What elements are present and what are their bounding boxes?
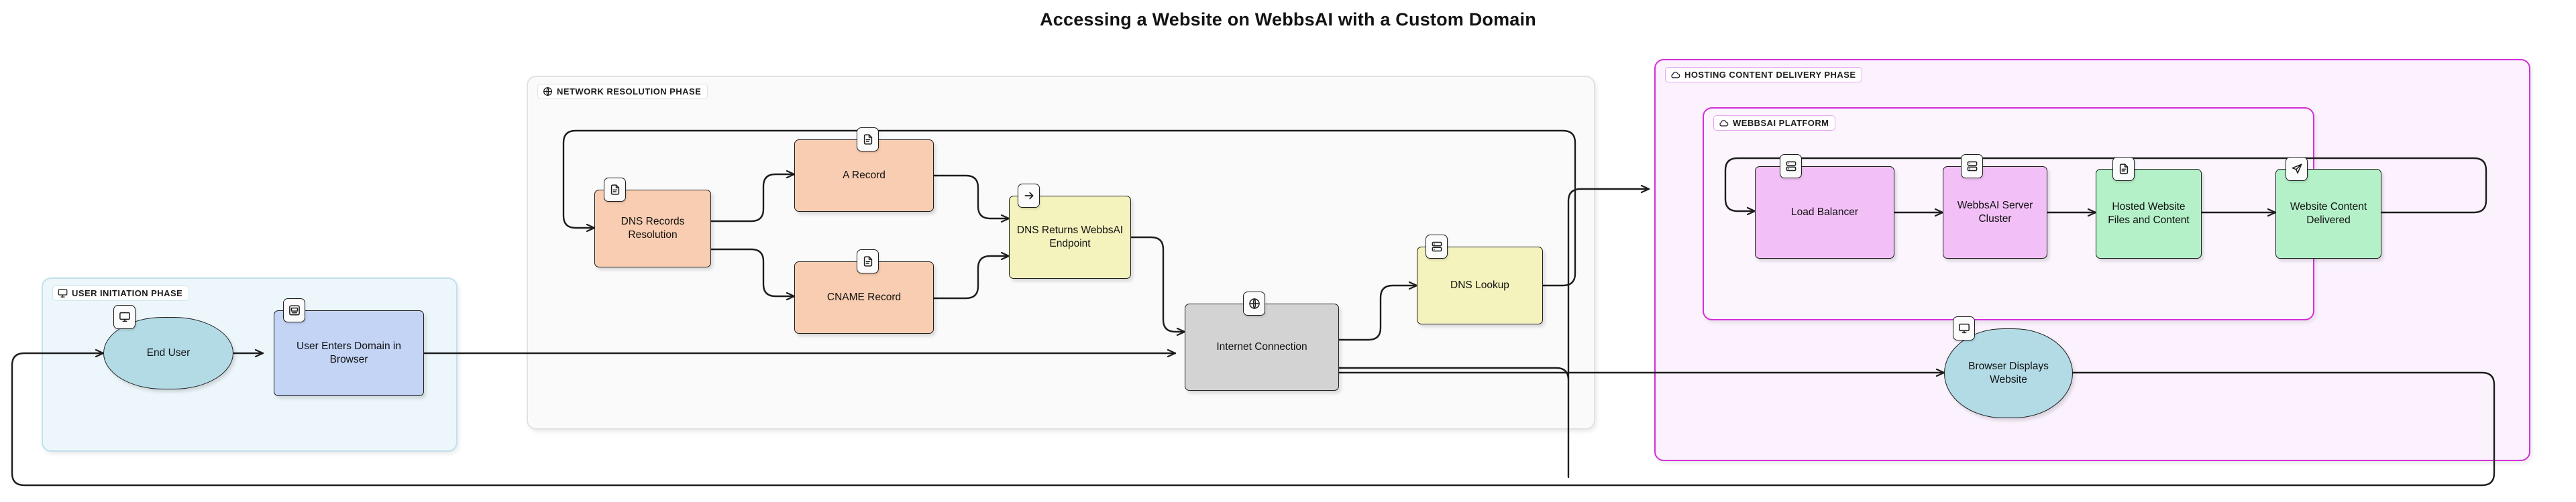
node-browser-displays-website[interactable]: Browser Displays Website	[1944, 316, 2073, 418]
phase-label-hosting-content-delivery: HOSTING CONTENT DELIVERY PHASE	[1665, 67, 1863, 82]
arrow-right-icon	[1018, 184, 1040, 208]
phase-label-text: HOSTING CONTENT DELIVERY PHASE	[1684, 70, 1856, 80]
node-label: Browser Displays Website	[1968, 361, 2049, 385]
phase-label-text: NETWORK RESOLUTION PHASE	[557, 86, 702, 97]
node-dns-returns-endpoint[interactable]: DNS Returns WebbsAI Endpoint	[1009, 184, 1131, 279]
node-label: A Record	[843, 170, 885, 182]
node-label: DNS Lookup	[1450, 279, 1509, 292]
node-label: CNAME Record	[826, 292, 902, 304]
document-icon	[2112, 157, 2135, 181]
server-icon	[1426, 235, 1448, 259]
node-label: WebbsAI Server Cluster	[1957, 200, 2033, 225]
monitor-icon	[58, 288, 68, 298]
node-dns-records-resolution[interactable]: DNS Records Resolution	[594, 178, 711, 267]
node-label: Website Content Delivered	[2290, 201, 2367, 226]
phase-label-network-resolution: NETWORK RESOLUTION PHASE	[537, 84, 708, 99]
node-a-record[interactable]: A Record	[794, 127, 934, 212]
node-internet-connection[interactable]: Internet Connection	[1185, 292, 1339, 391]
node-label: DNS Returns WebbsAI Endpoint	[1016, 225, 1124, 249]
monitor-icon	[113, 305, 136, 329]
node-user-enters-domain[interactable]: User Enters Domain in Browser	[274, 298, 424, 396]
node-hosted-website-files[interactable]: Hosted Website Files and Content	[2096, 157, 2202, 259]
node-load-balancer[interactable]: Load Balancer	[1755, 154, 1894, 259]
phase-label-webbsai-platform: WEBBSAI PLATFORM	[1713, 115, 1836, 131]
phase-label-text: WEBBSAI PLATFORM	[1733, 118, 1829, 128]
document-icon	[857, 249, 879, 273]
globe-icon	[1243, 292, 1265, 316]
node-label: Hosted Website Files and Content	[2108, 201, 2190, 226]
node-end-user[interactable]: End User	[103, 305, 233, 389]
document-icon	[857, 127, 879, 151]
server-icon	[1780, 154, 1802, 178]
cloud-icon	[1670, 70, 1680, 80]
node-website-content-delivered[interactable]: Website Content Delivered	[2275, 157, 2381, 259]
node-webbsai-server-cluster[interactable]: WebbsAI Server Cluster	[1943, 154, 2047, 259]
globe-icon	[543, 86, 553, 97]
document-icon	[604, 178, 626, 202]
node-label: End User	[146, 347, 191, 359]
node-label: Internet Connection	[1216, 341, 1307, 353]
cloud-icon	[1719, 118, 1729, 128]
phase-label-user-initiation: USER INITIATION PHASE	[52, 286, 190, 301]
send-icon	[2286, 157, 2308, 181]
monitor-icon	[1953, 316, 1975, 340]
keyboard-icon	[283, 298, 305, 322]
node-dns-lookup[interactable]: DNS Lookup	[1417, 235, 1543, 324]
node-cname-record[interactable]: CNAME Record	[794, 249, 934, 334]
node-label: Load Balancer	[1791, 206, 1858, 218]
node-label: DNS Records Resolution	[621, 216, 685, 241]
page-title: Accessing a Website on WebbsAI with a Cu…	[1040, 9, 1536, 29]
phase-label-text: USER INITIATION PHASE	[72, 288, 183, 298]
node-label: User Enters Domain in Browser	[297, 340, 401, 365]
server-icon	[1961, 154, 1983, 178]
